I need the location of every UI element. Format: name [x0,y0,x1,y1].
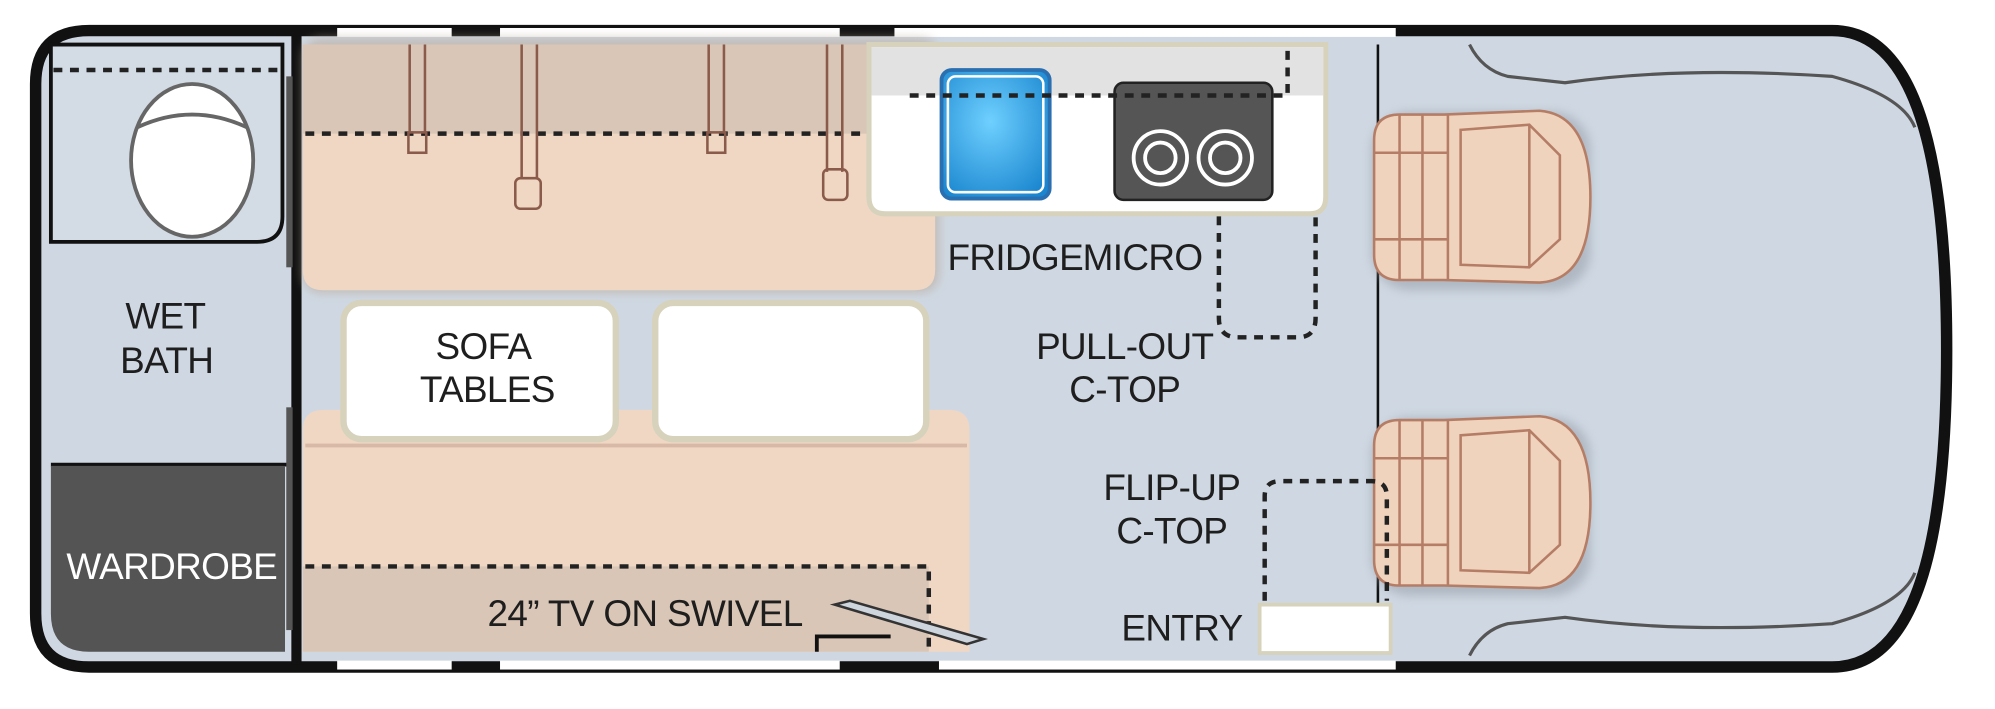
pull-out-label: PULL-OUT [1036,326,1213,367]
rear-sofa-bottom: 24” TV ON SWIVEL [302,409,988,652]
fridge-label: FRIDGE [948,237,1084,278]
sofa-tables: SOFA TABLES [340,299,930,443]
wet-bath: WET BATH [48,42,285,381]
tv-swivel-icon [814,599,988,652]
flip-up-label: FLIP-UP [1103,467,1240,508]
micro-label: MICRO [1083,237,1203,278]
wet-bath-label: BATH [120,340,213,381]
windows [337,28,1396,670]
wardrobe-label: WARDROBE [66,546,277,587]
driver-seat [1371,109,1592,291]
toilet-icon [129,82,256,239]
sofa-tables-label: TABLES [420,369,555,410]
tv-label: 24” TV ON SWIVEL [488,593,803,634]
cab-door-lines [1468,43,1917,657]
galley: FRIDGE MICRO [866,42,1329,278]
passenger-seat [1372,416,1591,595]
wet-bath-label: WET [125,295,205,336]
sofa-tables-label: SOFA [436,326,533,367]
pull-out-label: C-TOP [1069,369,1180,410]
pull-out-c-top: PULL-OUT C-TOP [1036,216,1318,410]
rear-wall [291,35,302,665]
flip-up-label: C-TOP [1116,511,1227,552]
flip-up-c-top: FLIP-UP C-TOP [1103,467,1390,601]
wardrobe: WARDROBE [50,465,286,652]
fridge-icon [939,68,1052,201]
entry-step: ENTRY [1121,602,1393,655]
entry-label: ENTRY [1121,607,1242,648]
rear-sofa-top [302,38,939,293]
seatbelts [407,44,849,211]
